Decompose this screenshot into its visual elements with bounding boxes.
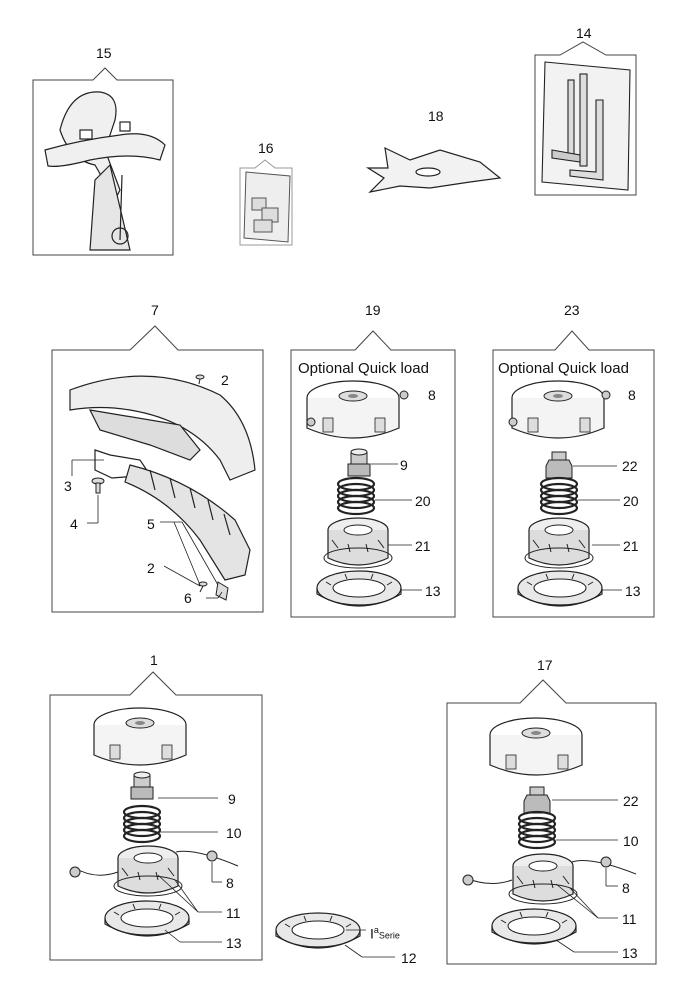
spanner-card-drawing [243,171,291,243]
callout-11-17: 11 [622,911,637,927]
callout-9-1: 9 [228,791,236,807]
callout-2-top: 2 [221,372,229,388]
callout-10-1: 10 [226,825,242,841]
callout-7: 7 [151,302,159,318]
quick-load-caption-23: Optional Quick load [498,360,629,377]
callout-13-19: 13 [425,583,441,599]
callout-2-lower: 2 [147,560,155,576]
callout-23: 23 [564,302,580,318]
callout-16: 16 [258,140,274,156]
callout-18: 18 [428,108,444,124]
screw-4 [91,477,105,494]
callout-22-23: 22 [622,458,638,474]
callout-11-1: 11 [226,905,241,921]
callout-9-19: 9 [400,457,408,473]
guard-drawing [69,375,256,581]
callout-17: 17 [537,657,553,673]
callout-15: 15 [96,45,112,61]
callout-3: 3 [64,478,72,494]
callout-13-23: 13 [625,583,641,599]
blade-drawing [365,146,502,193]
callout-21-19: 21 [415,538,431,554]
tool-kit-drawing [541,61,631,191]
callout-1: 1 [150,652,158,668]
callout-20-23: 20 [623,493,639,509]
clip-6 [215,581,229,601]
callout-12: 12 [401,950,417,966]
callout-14: 14 [576,25,592,41]
callout-10-17: 10 [623,833,639,849]
screw-2-lower [198,581,208,593]
callout-22-17: 22 [623,793,639,809]
callout-8-23: 8 [628,387,636,403]
harness-drawing [44,91,166,251]
callout-5: 5 [147,516,155,532]
callout-20-19: 20 [415,493,431,509]
quick-load-caption-19: Optional Quick load [298,360,429,377]
callout-21-23: 21 [623,538,639,554]
callout-13-17: 13 [622,945,638,961]
serie-note: IaSerie [370,925,400,942]
callout-8-17: 8 [622,880,630,896]
callout-19: 19 [365,302,381,318]
callout-4: 4 [70,516,78,532]
callout-8-1: 8 [226,875,234,891]
screw-2-top [195,374,205,385]
callout-13-1: 13 [226,935,242,951]
callout-6: 6 [184,590,192,606]
callout-8-19: 8 [428,387,436,403]
